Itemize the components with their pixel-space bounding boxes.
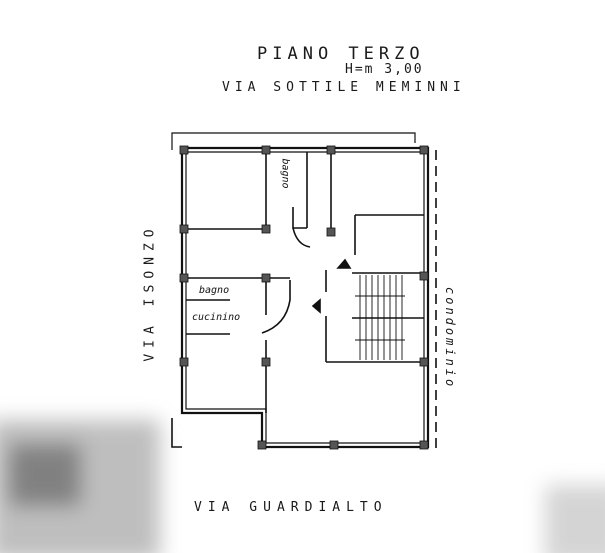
section-arrow-icon: [311, 298, 321, 314]
door-swing-bath: [292, 227, 311, 248]
outer-wall: [180, 146, 430, 449]
ceiling-height-note: H=m 3,00: [345, 62, 424, 77]
room-label-bath-upper: bagno: [279, 158, 291, 189]
room-label-bath-lower: bagno: [199, 285, 230, 296]
pillars: [179, 145, 429, 450]
street-label-left: VIA ISONZO: [142, 223, 158, 362]
interior-walls: [186, 152, 424, 413]
street-label-bottom: VIA GUARDIALTO: [194, 500, 388, 515]
street-label-top: VIA SOTTILE MEMINNI: [222, 80, 466, 95]
door-swing-kitchenette: [261, 280, 291, 334]
outer-wall-inner-line: [185, 151, 425, 444]
room-label-kitchenette: cucinino: [192, 312, 241, 323]
plan-title: PIANO TERZO: [257, 44, 425, 64]
dimension-line: [171, 132, 416, 150]
blurred-region-bottom-left-dark: [10, 445, 80, 505]
left-extension-wall: [171, 418, 182, 448]
section-arrow-icon: [336, 258, 352, 269]
blurred-region-bottom-right: [545, 485, 605, 553]
staircase: [355, 275, 405, 360]
neighbor-label: condominio: [443, 287, 457, 390]
